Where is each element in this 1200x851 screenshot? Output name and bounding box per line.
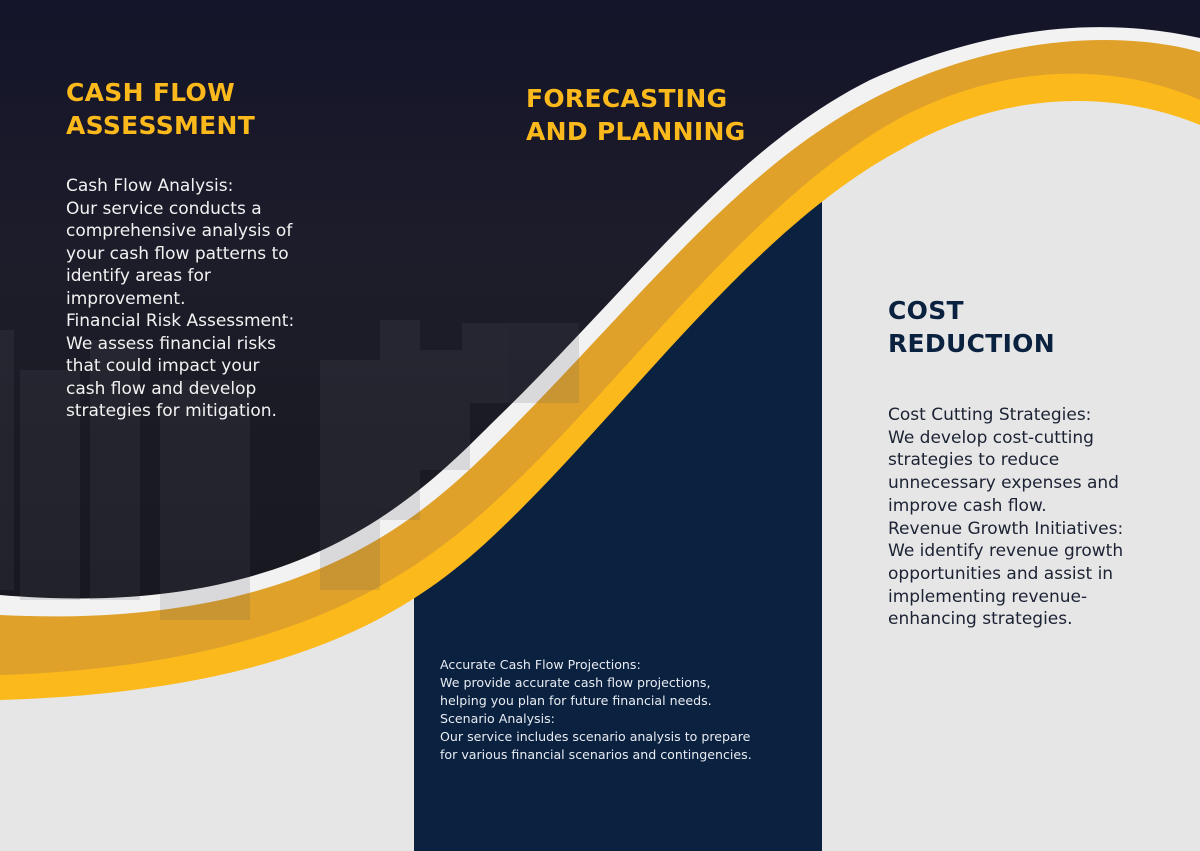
cost-reduction-body: Cost Cutting Strategies: We develop cost… — [888, 404, 1188, 631]
item-text-line: Our service includes scenario analysis t… — [440, 729, 751, 745]
city-silhouette — [0, 320, 579, 620]
item-label: Revenue Growth Initiatives: — [888, 518, 1124, 539]
item-text-line: cash flow and develop — [66, 378, 257, 399]
item-text-line: helping you plan for future financial ne… — [440, 693, 712, 709]
item-text-line: strategies to reduce — [888, 450, 1060, 471]
item-text-line: We identify revenue growth — [888, 541, 1124, 562]
item-text-line: improve cash flow. — [888, 495, 1047, 516]
forecasting-planning-title: FORECASTING AND PLANNING — [526, 82, 746, 148]
item-text-line: implementing revenue- — [888, 586, 1088, 607]
title-line-1: CASH FLOW — [66, 78, 235, 107]
item-text-line: comprehensive analysis of — [66, 221, 293, 241]
item-text-line: enhancing strategies. — [888, 609, 1073, 630]
cash-flow-assessment-title: CASH FLOW ASSESSMENT — [66, 76, 255, 142]
item-text-line: Our service conducts a — [66, 198, 262, 219]
title-line-1: COST — [888, 296, 964, 325]
item-text-line: We provide accurate cash flow projection… — [440, 675, 711, 691]
cost-reduction-title: COST REDUCTION — [888, 294, 1055, 360]
title-line-2: AND PLANNING — [526, 117, 746, 146]
item-label: Accurate Cash Flow Projections: — [440, 657, 641, 672]
item-text-line: opportunities and assist in — [888, 563, 1114, 584]
item-text-line: improvement. — [66, 288, 186, 309]
dark-city-background — [0, 0, 1200, 599]
item-label: Scenario Analysis: — [440, 711, 555, 727]
item-label: Cost Cutting Strategies: — [888, 405, 1092, 425]
title-line-2: REDUCTION — [888, 329, 1055, 358]
item-text-line: strategies for mitigation. — [66, 401, 277, 421]
forecasting-planning-body: Accurate Cash Flow Projections: We provi… — [440, 656, 810, 765]
item-text-line: unnecessary expenses and — [888, 473, 1119, 494]
item-text-line: We assess financial risks — [66, 333, 276, 354]
item-text-line: that could impact your — [66, 356, 260, 376]
cash-flow-assessment-body: Cash Flow Analysis: Our service conducts… — [66, 175, 366, 423]
item-label: Cash Flow Analysis: — [66, 176, 234, 196]
item-text-line: We develop cost-cutting — [888, 427, 1094, 448]
item-text-line: for various financial scenarios and cont… — [440, 747, 752, 763]
item-label: Financial Risk Assessment: — [66, 311, 295, 331]
title-line-2: ASSESSMENT — [66, 111, 256, 140]
item-text-line: your cash flow patterns to — [66, 243, 289, 264]
title-line-1: FORECASTING — [526, 84, 728, 113]
item-text-line: identify areas for — [66, 266, 211, 286]
